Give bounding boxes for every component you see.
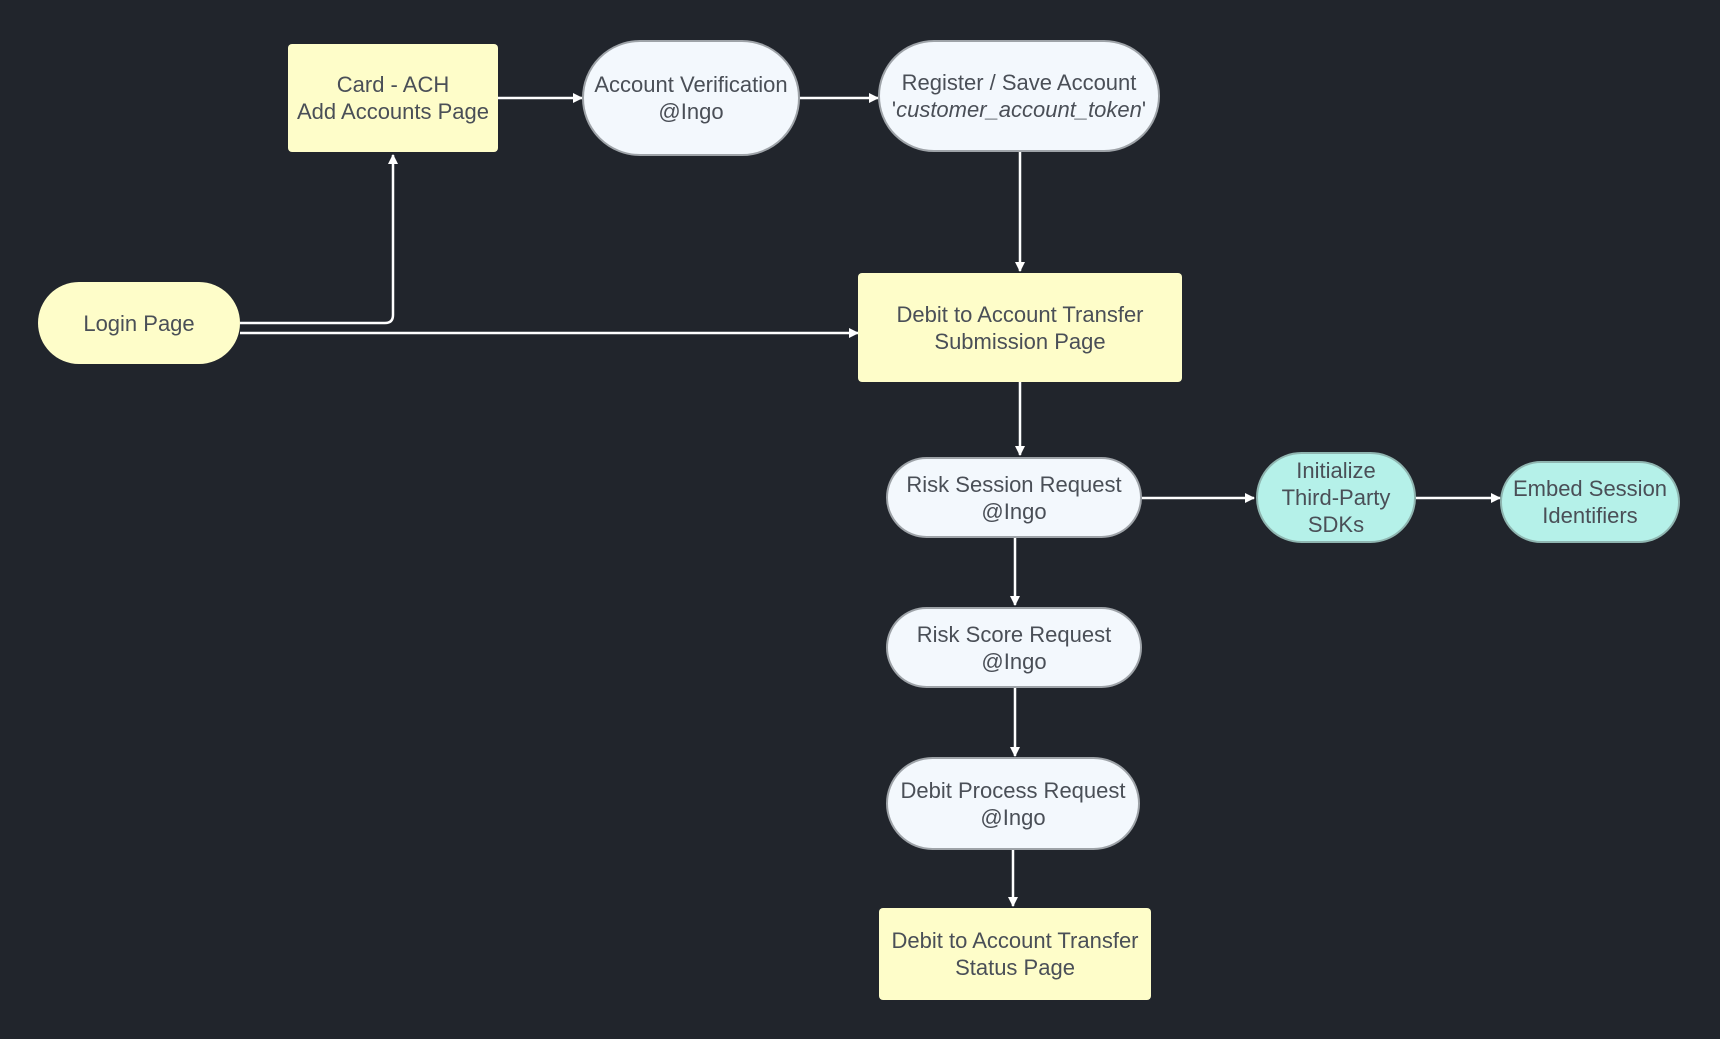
node-label-line: @Ingo [658,99,724,124]
node-label-line: Add Accounts Page [296,99,490,124]
account-verification-node[interactable]: Account Verification @Ingo [582,40,800,156]
risk-score-request-node[interactable]: Risk Score Request @Ingo [886,607,1142,688]
embed-session-identifiers-node[interactable]: Embed Session Identifiers [1500,461,1680,543]
node-label-line: Card - ACH [336,72,450,97]
node-label-line: @Ingo [981,648,1047,674]
node-label-line: Debit to Account Transfer [891,928,1139,953]
node-label-line: Login Page [83,310,195,336]
initialize-third-party-sdks-node[interactable]: Initialize Third-Party SDKs [1256,452,1416,543]
node-label-line: Account Verification [594,72,788,97]
node-label-line: Submission Page [934,328,1106,354]
node-label-line: Debit Process Request [900,777,1126,803]
register-save-account-node[interactable]: Register / Save Account 'customer_accoun… [878,40,1160,152]
node-label-line: Status Page [955,955,1075,980]
node-label-line: Register / Save Account [901,70,1137,95]
login-page-node[interactable]: Login Page [38,282,240,364]
node-label-line: Third-Party [1281,485,1391,510]
node-label-line: @Ingo [981,498,1047,524]
debit-transfer-submission-node[interactable]: Debit to Account Transfer Submission Pag… [858,273,1182,382]
debit-process-request-node[interactable]: Debit Process Request @Ingo [886,757,1140,850]
node-label-line: Debit to Account Transfer [896,301,1144,327]
node-label-line: Identifiers [1542,503,1638,528]
node-label-line: Initialize [1296,458,1376,483]
node-label-line: Embed Session [1512,476,1668,501]
card-ach-add-accounts-node[interactable]: Card - ACH Add Accounts Page [288,44,498,152]
node-label-line: Risk Score Request [916,621,1112,647]
risk-session-request-node[interactable]: Risk Session Request @Ingo [886,457,1142,538]
customer-account-token-label: customer_account_token [896,97,1142,122]
edge-login-to-card-ach [240,154,398,325]
quote-open: ' [891,97,897,122]
node-label-line: SDKs [1307,512,1365,537]
node-label-line: @Ingo [980,804,1046,830]
token-line: 'customer_account_token' [892,96,1146,123]
debit-transfer-status-node[interactable]: Debit to Account Transfer Status Page [879,908,1151,1000]
quote-close: ' [1141,97,1147,122]
node-label-line: Risk Session Request [906,471,1122,497]
